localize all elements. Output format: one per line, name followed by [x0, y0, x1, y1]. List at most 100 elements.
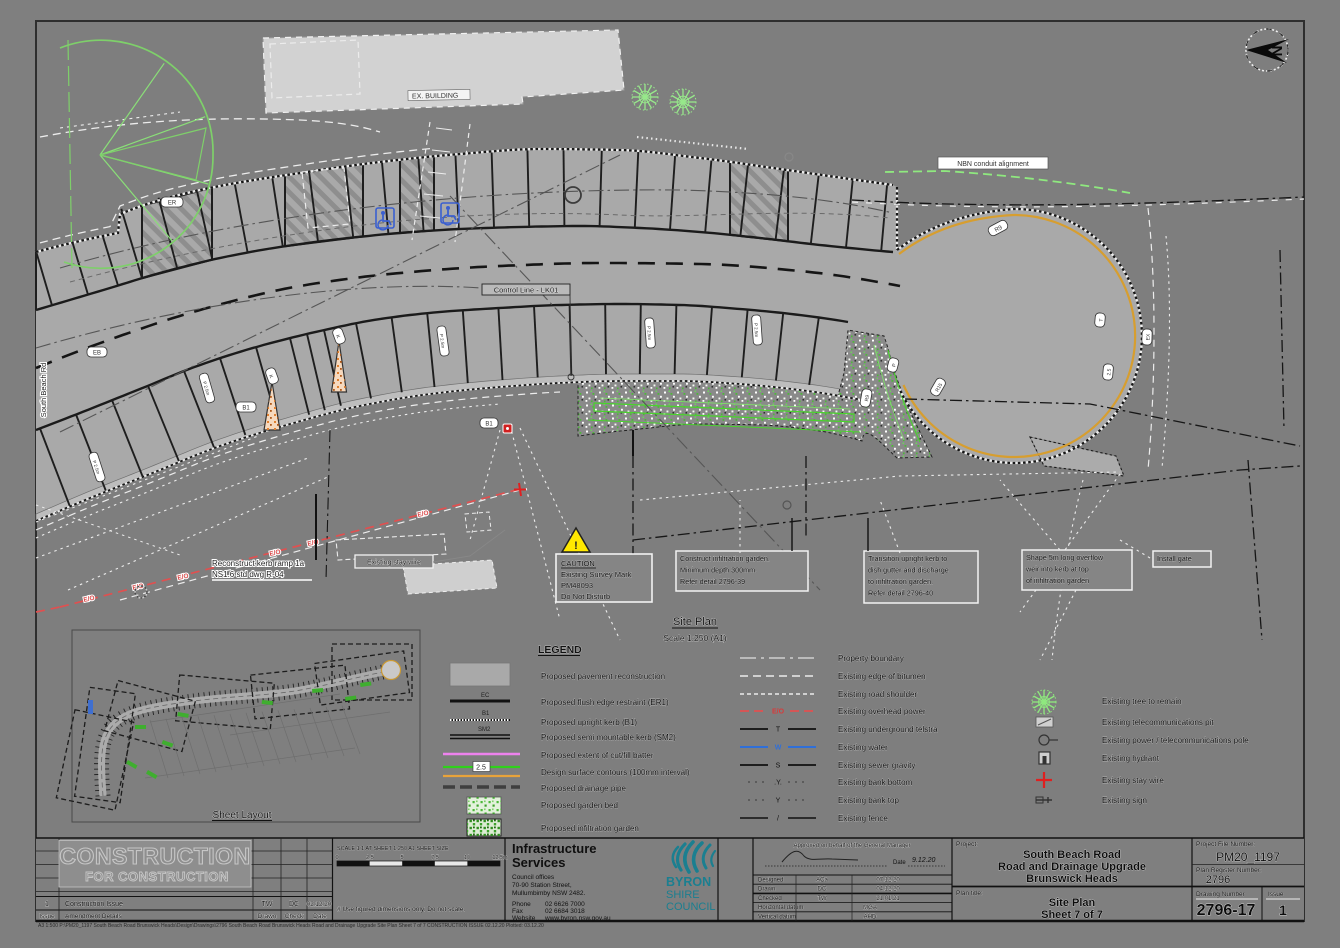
svg-text:E/O: E/O	[177, 573, 189, 582]
svg-text:02.12.20: 02.12.20	[307, 901, 332, 908]
svg-text:of infiltration garden: of infiltration garden	[1026, 576, 1089, 585]
svg-text:Proposed flush edge restraint: Proposed flush edge restraint (ER1)	[541, 698, 669, 707]
svg-text:70-90 Station Street,: 70-90 Station Street,	[512, 882, 572, 889]
svg-text:Issue: Issue	[1268, 891, 1284, 898]
svg-text:Construct infiltration garden.: Construct infiltration garden.	[680, 554, 770, 563]
svg-text:Sheet Layout: Sheet Layout	[213, 810, 272, 821]
svg-text:Council offices: Council offices	[512, 874, 555, 881]
svg-text:Issue: Issue	[39, 913, 55, 920]
svg-text:12.5m: 12.5m	[492, 855, 508, 861]
svg-text:Vertical datum: Vertical datum	[758, 914, 796, 920]
svg-text:K: K	[334, 334, 341, 340]
svg-text:2796-17: 2796-17	[1197, 902, 1256, 919]
svg-text:BYRON: BYRON	[666, 875, 711, 889]
svg-text:Proposed extent of cut/fill ba: Proposed extent of cut/fill batter	[541, 751, 654, 760]
svg-text:R9: R9	[864, 394, 871, 402]
svg-text:R9: R9	[994, 225, 1004, 234]
svg-text:Approved on behalf of the Gene: Approved on behalf of the General Manage…	[793, 843, 910, 849]
svg-text:EX: EX	[1145, 333, 1151, 341]
svg-text:# Use figured dimensions only.: # Use figured dimensions only. Do not sc…	[337, 906, 465, 913]
svg-text:Existing bank top: Existing bank top	[838, 796, 899, 805]
svg-text:Plan Register Number:: Plan Register Number:	[1196, 867, 1262, 874]
svg-text:South Beach Rd: South Beach Rd	[39, 363, 48, 418]
svg-text:Transition upright kerb to: Transition upright kerb to	[868, 554, 947, 563]
svg-text:R15: R15	[934, 382, 944, 393]
svg-text:ER: ER	[168, 201, 177, 207]
svg-text:2796: 2796	[1206, 874, 1230, 886]
svg-text:Existing sewer gravity: Existing sewer gravity	[838, 761, 915, 770]
svg-text:EB: EB	[93, 351, 101, 357]
svg-text:DC: DC	[818, 887, 827, 893]
svg-text:DC: DC	[289, 901, 299, 908]
svg-text:B1: B1	[242, 406, 250, 412]
svg-text:Designed: Designed	[758, 878, 783, 884]
svg-text:E/O: E/O	[307, 539, 319, 548]
svg-text:2.5: 2.5	[476, 765, 486, 772]
svg-text:04.12.20: 04.12.20	[876, 887, 900, 893]
svg-text:W: W	[775, 745, 782, 752]
svg-text:E/O: E/O	[772, 709, 785, 716]
svg-text:E/O: E/O	[83, 595, 95, 604]
svg-text:T: T	[776, 727, 781, 734]
svg-text:FOR CONSTRUCTION: FOR CONSTRUCTION	[85, 869, 229, 884]
svg-text:!: !	[574, 540, 578, 552]
svg-text:7.5: 7.5	[431, 855, 439, 861]
svg-text:to infiltration garden.: to infiltration garden.	[868, 577, 933, 586]
svg-text:dish gutter and discharge: dish gutter and discharge	[868, 566, 949, 575]
svg-text:Project File Number:: Project File Number:	[1196, 841, 1255, 848]
svg-text:weir into kerb at top: weir into kerb at top	[1025, 565, 1089, 574]
svg-text:NS1.6 std dwg R-04: NS1.6 std dwg R-04	[212, 570, 284, 579]
svg-text:P 2.5m: P 2.5m	[92, 460, 101, 475]
svg-text:P 2.5m: P 2.5m	[202, 381, 211, 396]
svg-text:Existing fence: Existing fence	[838, 814, 888, 823]
svg-text:Proposed semi mountable kerb (: Proposed semi mountable kerb (SM2)	[541, 733, 676, 742]
svg-text:Proposed drainage pipe: Proposed drainage pipe	[541, 784, 627, 793]
svg-text:Services: Services	[512, 855, 566, 870]
svg-text:SHIRE: SHIRE	[666, 889, 700, 901]
svg-text:1: 1	[1279, 902, 1287, 918]
svg-text:TW: TW	[262, 901, 273, 908]
svg-text:.Y.: .Y.	[774, 780, 782, 787]
svg-text:Infrastructure: Infrastructure	[512, 841, 597, 856]
svg-text:S: S	[776, 763, 781, 770]
svg-text:02 6684 3018: 02 6684 3018	[545, 908, 585, 915]
svg-text:Refer detail 2796-40: Refer detail 2796-40	[868, 589, 933, 598]
svg-text:Design surface contours (100mm: Design surface contours (100mm interval)	[541, 768, 690, 777]
svg-text:Drawn: Drawn	[258, 913, 277, 920]
svg-text:Proposed infiltration garden: Proposed infiltration garden	[541, 824, 639, 833]
svg-text:Website: Website	[512, 915, 536, 922]
svg-text:Road and Drainage Upgrade: Road and Drainage Upgrade	[998, 861, 1146, 873]
svg-text:Existing stay wire: Existing stay wire	[367, 560, 421, 567]
svg-text:Check: Check	[285, 913, 304, 920]
svg-text:/: /	[777, 816, 779, 823]
svg-text:ACa: ACa	[816, 878, 828, 884]
svg-text:Phone: Phone	[512, 901, 531, 908]
svg-text:2.5: 2.5	[366, 855, 374, 861]
svg-text:P 2.5m: P 2.5m	[646, 326, 652, 341]
svg-text:9.12.20: 9.12.20	[912, 857, 935, 864]
svg-text:Site Plan: Site Plan	[673, 616, 717, 628]
svg-text:CONSTRUCTION: CONSTRUCTION	[59, 843, 250, 869]
svg-text:Fax: Fax	[512, 908, 524, 915]
svg-text:EX. BUILDING: EX. BUILDING	[412, 93, 458, 101]
svg-text:SCALE 1:1 AT SHEET 1:250 A1 SH: SCALE 1:1 AT SHEET 1:250 A1 SHEET SIZE	[337, 846, 449, 852]
svg-text:AHD: AHD	[864, 914, 877, 920]
svg-text:T: T	[1098, 318, 1104, 322]
svg-text:P: P	[891, 362, 898, 367]
svg-text:Brunswick Heads: Brunswick Heads	[1026, 873, 1118, 885]
svg-text:TW: TW	[817, 896, 827, 902]
svg-text:Plan title:: Plan title:	[956, 890, 983, 897]
svg-text:K: K	[267, 374, 274, 380]
svg-text:Install gate: Install gate	[1157, 554, 1192, 563]
svg-text:SM2: SM2	[478, 727, 491, 733]
svg-text:LEGEND: LEGEND	[538, 644, 582, 656]
svg-text:Existing sign: Existing sign	[1102, 796, 1147, 805]
svg-text:E/O: E/O	[417, 510, 429, 519]
svg-text:Checked: Checked	[758, 896, 782, 902]
svg-text:Proposed upright kerb (B1): Proposed upright kerb (B1)	[541, 718, 637, 727]
svg-text:02 6626 7000: 02 6626 7000	[545, 901, 585, 908]
svg-text:0: 0	[335, 855, 338, 861]
svg-text:A3 1:500 P:\PM20_1197 South: A3 1:500 P:\PM20_1197 South Beach Road B…	[38, 923, 544, 929]
svg-text:EC: EC	[481, 693, 490, 699]
svg-text:Construction Issue: Construction Issue	[65, 901, 123, 908]
